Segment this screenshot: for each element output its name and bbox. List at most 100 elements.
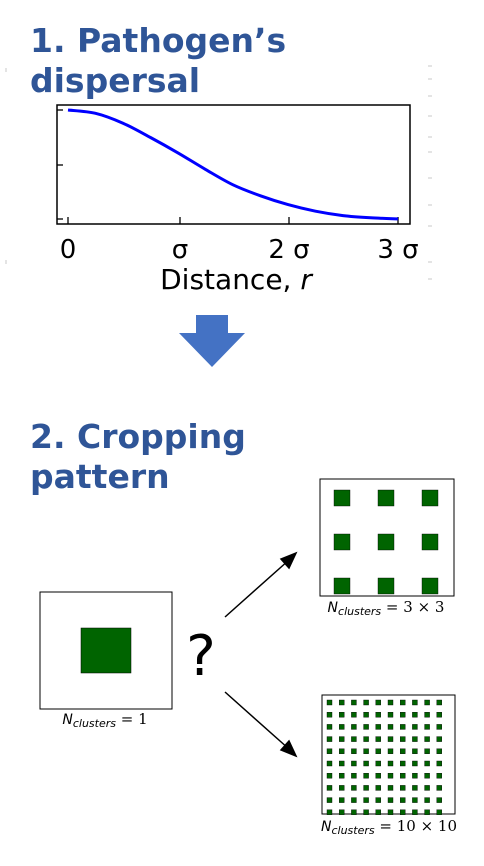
crop-cluster [387, 699, 394, 706]
crop-cluster [339, 748, 345, 754]
crop-cluster [377, 533, 395, 551]
crop-cluster [412, 809, 418, 815]
crop-cluster [326, 785, 333, 791]
crop-cluster [333, 489, 351, 507]
crop-cluster [326, 699, 333, 706]
crop-cluster [436, 760, 442, 767]
down-arrow-icon [179, 315, 245, 367]
crop-cluster [363, 748, 369, 754]
crop-cluster [387, 748, 394, 754]
question-mark: ? [186, 624, 216, 689]
crop-cluster [377, 577, 395, 595]
crop-cluster [436, 797, 442, 803]
crop-cluster [339, 773, 345, 779]
crop-cluster [375, 785, 381, 791]
crop-cluster [339, 760, 345, 767]
crop-cluster [412, 736, 418, 742]
crop-cluster [412, 699, 418, 706]
crop-cluster [436, 699, 442, 706]
crop-cluster [375, 760, 381, 767]
n-clusters-label-medium: Nclusters = 3 × 3 [328, 598, 445, 618]
crop-cluster [412, 712, 418, 718]
section-1-title-line2: dispersal [30, 61, 201, 100]
crop-cluster [436, 809, 442, 815]
decorative-ticks [5, 65, 432, 280]
crop-cluster [436, 785, 442, 791]
crop-cluster [387, 760, 394, 767]
crop-cluster [351, 760, 357, 767]
arrow-to-medium [224, 559, 290, 618]
crop-cluster [412, 797, 418, 803]
section-2-title: 2. Cropping pattern [30, 417, 246, 497]
crop-cluster [436, 736, 442, 742]
crop-cluster [387, 736, 394, 742]
crop-cluster [412, 773, 418, 779]
crop-cluster [400, 773, 406, 779]
crop-cluster [326, 760, 333, 767]
crop-cluster [400, 736, 406, 742]
arrowhead-icon [279, 739, 298, 758]
crop-cluster [375, 699, 381, 706]
crop-cluster [333, 577, 351, 595]
crop-cluster [400, 797, 406, 803]
crop-cluster [351, 724, 357, 730]
crop-cluster [339, 797, 345, 803]
section-2-title-line1: 2. Cropping [30, 417, 246, 456]
crop-cluster [436, 712, 442, 718]
crop-cluster [424, 724, 430, 730]
section-1-title-line1: 1. Pathogen’s [30, 21, 287, 60]
dispersal-curve [67, 108, 399, 221]
crop-cluster [412, 724, 418, 730]
single-cluster-field: Nclusters = 1 [39, 591, 173, 730]
crop-cluster [424, 809, 430, 815]
crop-cluster [400, 785, 406, 791]
crop-cluster [375, 712, 381, 718]
crop-cluster [363, 712, 369, 718]
arrowhead-icon [279, 551, 298, 570]
crop-cluster [375, 797, 381, 803]
crop-cluster [387, 712, 394, 718]
crop-cluster [363, 736, 369, 742]
crop-cluster [363, 699, 369, 706]
crop-cluster [436, 773, 442, 779]
crop-cluster [363, 760, 369, 767]
crop-cluster [412, 760, 418, 767]
crop-cluster [400, 748, 406, 754]
crop-cluster [400, 760, 406, 767]
crop-cluster [421, 533, 439, 551]
crop-cluster [351, 797, 357, 803]
crop-cluster [375, 809, 381, 815]
fine-cluster-field: Nclusters = 10 × 10 [321, 694, 457, 837]
crop-cluster [351, 773, 357, 779]
crop-cluster [351, 785, 357, 791]
crop-cluster [424, 712, 430, 718]
crop-cluster [351, 712, 357, 718]
crop-cluster [339, 699, 345, 706]
crop-cluster [339, 736, 345, 742]
crop-cluster [326, 809, 333, 815]
crop-cluster [436, 748, 442, 754]
x-tick-label-3: 3 σ [377, 235, 418, 265]
crop-cluster [375, 773, 381, 779]
crop-cluster [363, 809, 369, 815]
crop-cluster [387, 724, 394, 730]
x-axis-title: Distance, r [160, 263, 313, 296]
crop-cluster [375, 736, 381, 742]
crop-cluster [424, 773, 430, 779]
crop-cluster [412, 748, 418, 754]
crop-cluster [339, 724, 345, 730]
crop-cluster [375, 724, 381, 730]
crop-cluster [363, 797, 369, 803]
crop-cluster [326, 773, 333, 779]
crop-cluster [400, 699, 406, 706]
crop-cluster [339, 809, 345, 815]
crop-cluster [400, 712, 406, 718]
crop-cluster [424, 797, 430, 803]
crop-cluster [326, 712, 333, 718]
crop-cluster [436, 724, 442, 730]
section-1-title: 1. Pathogen’s dispersal [30, 21, 286, 101]
crop-cluster [333, 533, 351, 551]
crop-cluster [326, 797, 333, 803]
section-2-title-line2: pattern [30, 457, 170, 496]
